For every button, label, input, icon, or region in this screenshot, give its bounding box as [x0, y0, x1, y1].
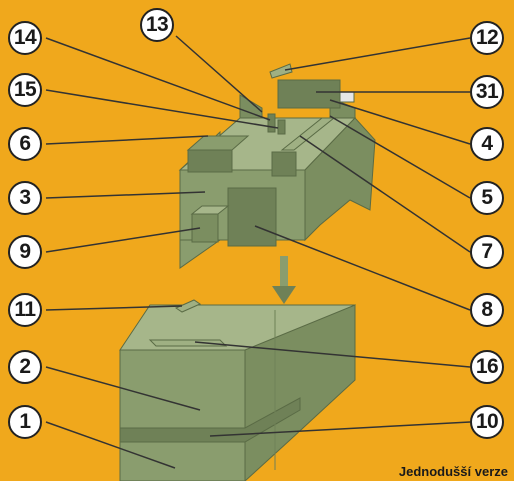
label-4: 4 [470, 127, 504, 161]
label-6: 6 [8, 127, 42, 161]
label-11: 11 [8, 293, 42, 327]
leader-9 [46, 228, 200, 252]
label-10: 10 [470, 405, 504, 439]
top-flag [270, 64, 292, 78]
label-15: 15 [8, 73, 42, 107]
post-15 [278, 120, 285, 134]
rear-fin-left [240, 95, 262, 118]
label-13: 13 [140, 8, 174, 42]
label-8: 8 [470, 293, 504, 327]
label-9: 9 [8, 235, 42, 269]
label-2: 2 [8, 350, 42, 384]
upper-assembly [180, 64, 375, 268]
post-14 [268, 114, 275, 132]
lower-assembly [120, 300, 355, 481]
label-14: 14 [8, 21, 42, 55]
leader-6 [46, 136, 208, 144]
label-31: 31 [470, 75, 504, 109]
deck-block-left [188, 150, 232, 172]
caption: Jednodušší verze [399, 464, 508, 479]
leader-12 [285, 38, 470, 70]
label-7: 7 [470, 235, 504, 269]
lower-rod [150, 340, 226, 346]
label-1: 1 [8, 405, 42, 439]
label-3: 3 [8, 181, 42, 215]
deck-block-right [272, 152, 296, 176]
assembly-arrow [272, 256, 296, 304]
top-box [278, 80, 340, 108]
front-panel-8 [228, 188, 276, 246]
top-box-light [340, 92, 354, 102]
label-16: 16 [470, 350, 504, 384]
label-5: 5 [470, 181, 504, 215]
lower-front-face [120, 350, 245, 481]
label-12: 12 [470, 21, 504, 55]
